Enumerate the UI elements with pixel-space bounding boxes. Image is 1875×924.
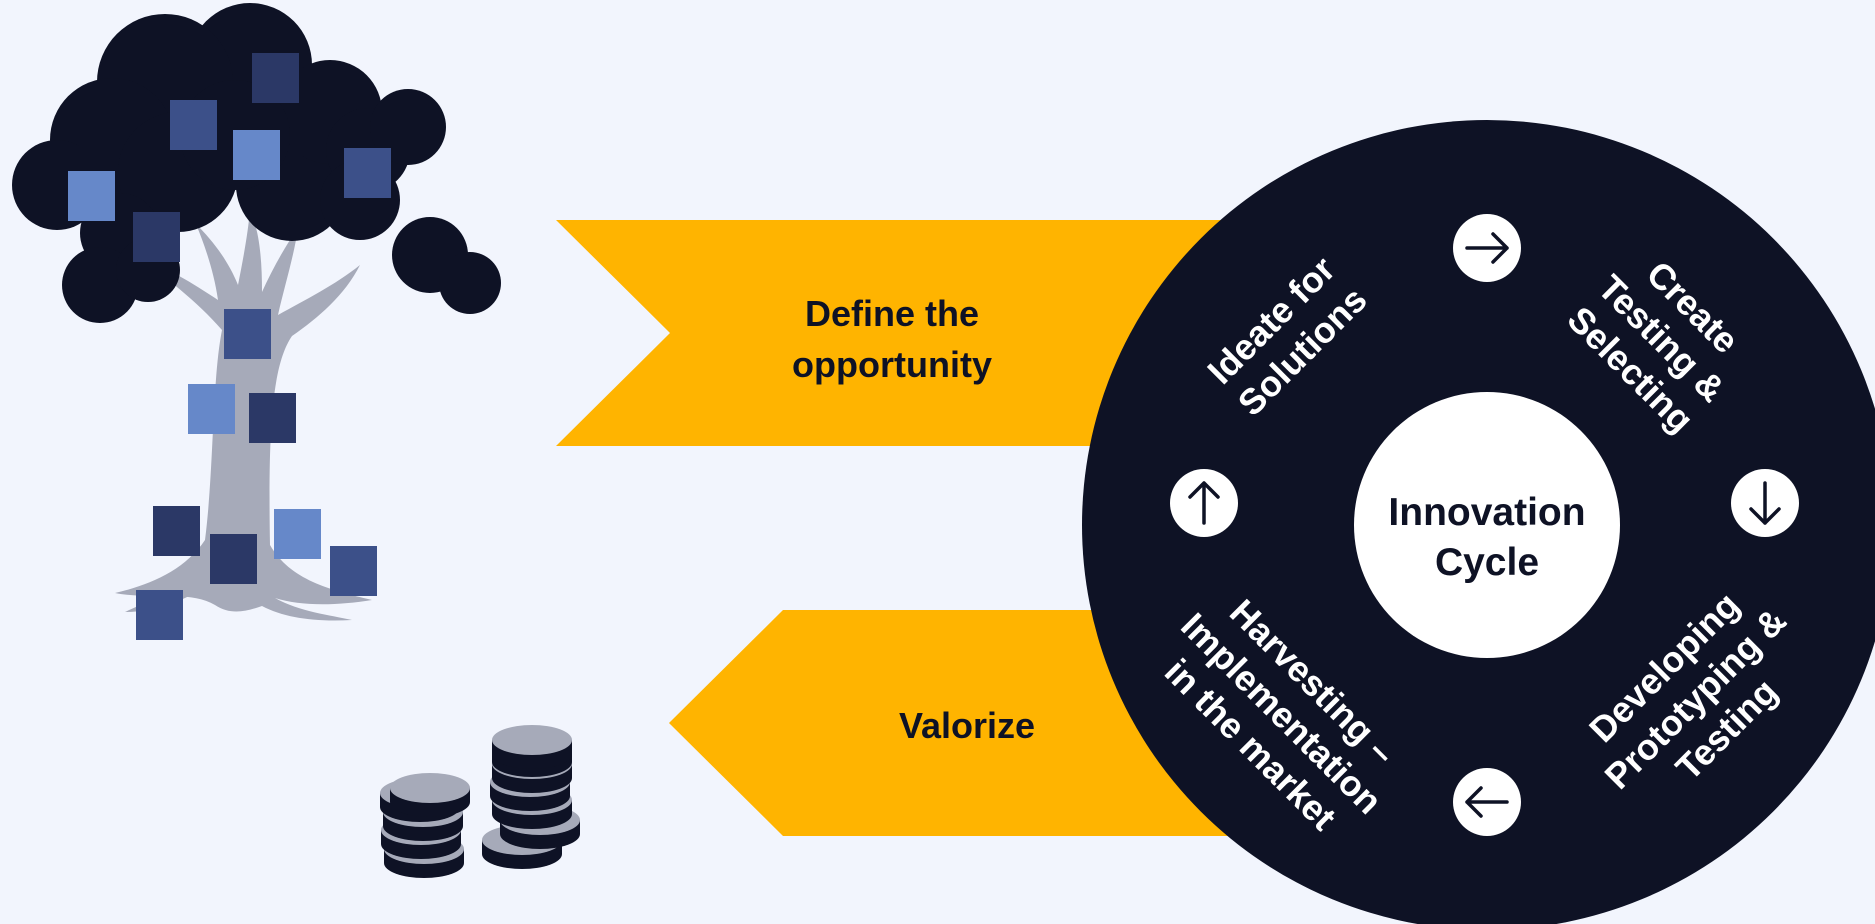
arrow-right-icon	[1453, 214, 1521, 282]
coin-stack-icon	[380, 725, 580, 878]
valorize-label: Valorize	[899, 705, 1035, 746]
define-label-line2: opportunity	[792, 344, 992, 385]
cycle-center-disc	[1354, 392, 1620, 658]
define-label-line1: Define the	[805, 293, 979, 334]
tree-square	[249, 393, 296, 443]
tree-square	[133, 212, 180, 262]
cycle-center: Innovation Cycle	[1354, 392, 1620, 658]
tree-square	[224, 309, 271, 359]
cycle-center-line1: Innovation	[1388, 491, 1585, 534]
define-banner-shape	[556, 220, 1230, 446]
tree-square	[68, 171, 115, 221]
tree-square	[170, 100, 217, 150]
tree-square	[344, 148, 391, 198]
tree-square	[233, 130, 280, 180]
coin	[390, 773, 470, 817]
tree-icon	[12, 3, 501, 640]
tree-square	[153, 506, 200, 556]
tree-square	[274, 509, 321, 559]
define-banner	[556, 220, 1230, 446]
valorize-banner	[669, 610, 1250, 836]
arrow-down-icon	[1731, 469, 1799, 537]
coin	[492, 725, 572, 769]
valorize-banner-shape	[669, 610, 1250, 836]
tree-square	[330, 546, 377, 596]
arrow-left-icon	[1453, 768, 1521, 836]
tree-square	[136, 590, 183, 640]
cycle-center-line2: Cycle	[1435, 541, 1539, 584]
tree-square	[188, 384, 235, 434]
tree-squares	[68, 53, 391, 640]
arrow-up-icon	[1170, 469, 1238, 537]
tree-square	[210, 534, 257, 584]
tree-square	[252, 53, 299, 103]
